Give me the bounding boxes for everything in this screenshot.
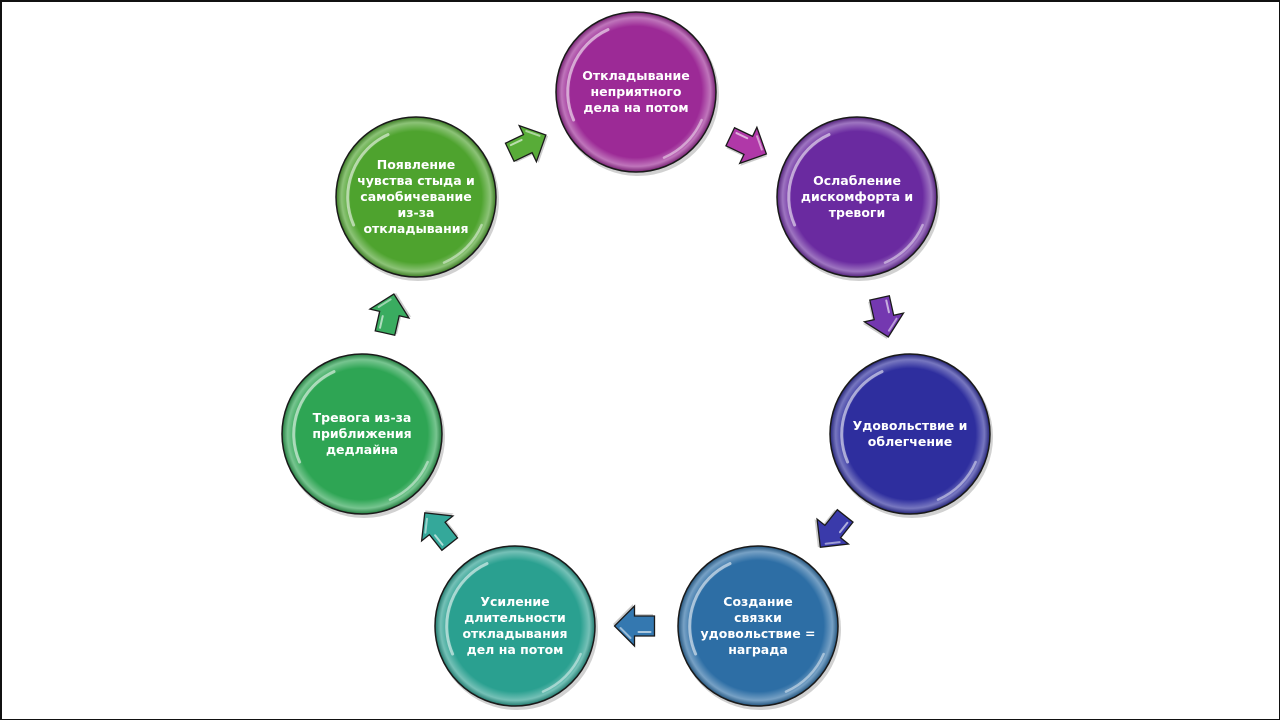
cycle-arrow-4 [613,604,656,648]
arrow-body [725,125,768,165]
cycle-node-7 [335,116,499,281]
node-highlight [541,652,582,693]
arrow-highlight [887,317,898,332]
cycle-arrow-2 [862,294,905,339]
arrow-highlight [434,534,444,546]
cycle-arrow-5 [420,510,459,552]
arrow-highlight [735,132,749,140]
arrow-highlight [525,130,541,137]
node-highlight [662,118,703,159]
node-circle [776,116,938,278]
node-circle [281,353,443,515]
node-highlight [688,562,732,656]
node-circle [434,545,596,707]
arrow-body [420,512,459,552]
cycle-node-1 [555,11,719,176]
node-highlight [442,223,483,264]
node-highlight [787,133,831,227]
node-highlight [936,460,977,501]
node-highlight [346,133,390,227]
node-highlight [388,460,429,501]
arrow-highlight [509,138,523,147]
node-highlight [883,223,924,264]
arrow-body [816,508,854,548]
arrow-highlight [824,541,841,545]
node-highlight [566,28,610,122]
cycle-node-4 [677,545,841,710]
cycle-node-2 [776,116,940,281]
node-highlight [784,652,825,693]
cycle-node-6 [281,353,445,518]
arrow-highlight [838,521,849,534]
arrow-highlight [424,517,428,534]
arrow-body [862,294,905,338]
node-circle [829,353,991,515]
node-highlight [445,562,489,656]
cycle-node-3 [829,353,993,518]
arrow-highlight [377,298,392,308]
node-circle [335,116,497,278]
node-highlight [840,370,884,464]
node-highlight [292,370,336,464]
arrow-highlight [885,299,890,314]
cycle-node-5 [434,545,598,710]
arrow-highlight [379,315,384,329]
cycle-arrow-1 [725,125,768,166]
cycle-arrow-7 [504,124,549,164]
node-circle [677,545,839,707]
node-circle [555,11,717,173]
arrow-body [504,124,547,164]
arrow-highlight [756,135,763,151]
arrow-body [613,604,656,648]
cycle-arrow-6 [368,293,412,337]
arrow-body [368,293,411,337]
cycle-arrow-3 [814,508,854,548]
arrow-highlight [619,627,632,639]
